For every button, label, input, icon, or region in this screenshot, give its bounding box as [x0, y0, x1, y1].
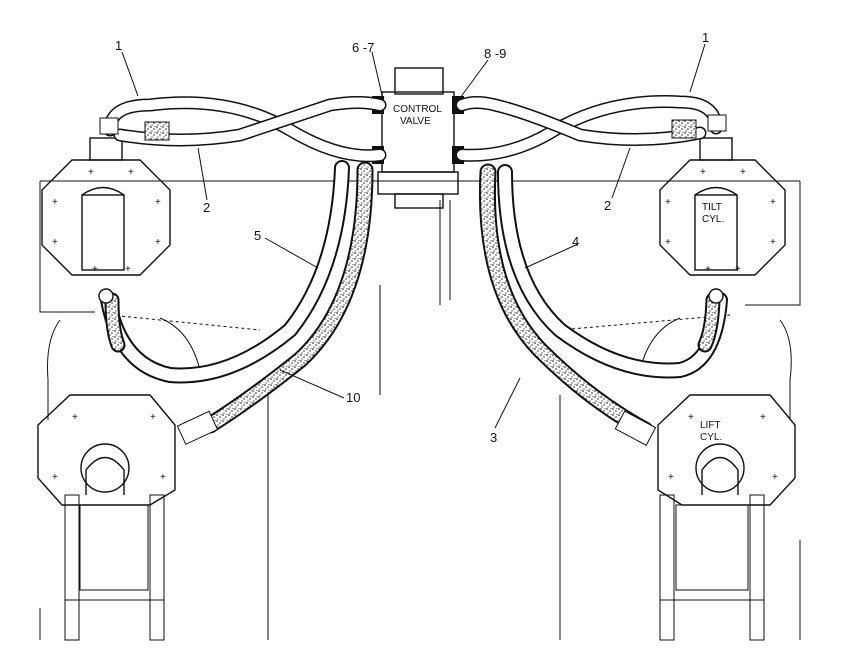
right-lift-cylinder: + + + + LIFT CYL.: [657, 394, 796, 506]
control-valve-label-line1: CONTROL: [393, 104, 442, 115]
control-valve: CONTROL VALVE: [372, 67, 464, 209]
callout-3: 3: [490, 430, 497, 445]
svg-text:+: +: [125, 264, 131, 275]
hose-5: [100, 160, 350, 384]
lift-cyl-label-line1: LIFT: [700, 420, 721, 431]
hose-1-right: [455, 95, 723, 162]
svg-text:+: +: [770, 237, 776, 248]
svg-text:+: +: [150, 412, 156, 423]
hose-4: [497, 164, 728, 379]
svg-text:+: +: [665, 197, 671, 208]
svg-text:+: +: [92, 264, 98, 275]
svg-text:+: +: [700, 167, 706, 178]
svg-text:+: +: [665, 237, 671, 248]
svg-text:+: +: [72, 412, 78, 423]
svg-text:+: +: [668, 472, 674, 483]
control-valve-label-line2: VALVE: [400, 116, 431, 127]
svg-text:+: +: [88, 167, 94, 178]
callout-1-left: 1: [115, 38, 122, 53]
svg-text:+: +: [735, 264, 741, 275]
svg-text:+: +: [760, 412, 766, 423]
right-tilt-cylinder: + + + + + + + + TILT CYL.: [659, 137, 786, 276]
lift-cyl-label-line2: CYL.: [700, 432, 722, 443]
left-tilt-cylinder: + + + + + + + +: [41, 137, 171, 276]
callout-8-9: 8 -9: [484, 46, 506, 61]
callout-6-7: 6 -7: [352, 40, 374, 55]
callout-5: 5: [254, 228, 261, 243]
callout-4: 4: [572, 234, 579, 249]
hose-10: [104, 161, 374, 445]
tilt-cyl-label-line1: TILT: [702, 202, 722, 213]
svg-text:+: +: [770, 197, 776, 208]
callout-10: 10: [346, 390, 360, 405]
svg-text:+: +: [52, 472, 58, 483]
svg-text:+: +: [740, 167, 746, 178]
svg-text:+: +: [688, 412, 694, 423]
hose-2-right: [455, 96, 707, 147]
callout-2-left: 2: [203, 200, 210, 215]
hose-1-left: [103, 96, 387, 163]
svg-text:+: +: [155, 197, 161, 208]
svg-text:+: +: [155, 237, 161, 248]
tilt-cyl-label-line2: CYL.: [702, 214, 724, 225]
hose-3: [478, 163, 721, 446]
svg-text:+: +: [128, 167, 134, 178]
callout-1-right: 1: [702, 30, 709, 45]
callout-2-right: 2: [604, 198, 611, 213]
svg-text:+: +: [160, 472, 166, 483]
mast-frame: [39, 180, 801, 641]
left-lift-cylinder: + + + +: [37, 394, 176, 506]
svg-text:+: +: [772, 472, 778, 483]
svg-text:+: +: [52, 237, 58, 248]
hose-2-left: [113, 96, 387, 147]
svg-text:+: +: [52, 197, 58, 208]
svg-text:+: +: [705, 264, 711, 275]
callouts: 1 1 2 2 5 4 10 3 6 -7 8 -9: [115, 30, 709, 445]
